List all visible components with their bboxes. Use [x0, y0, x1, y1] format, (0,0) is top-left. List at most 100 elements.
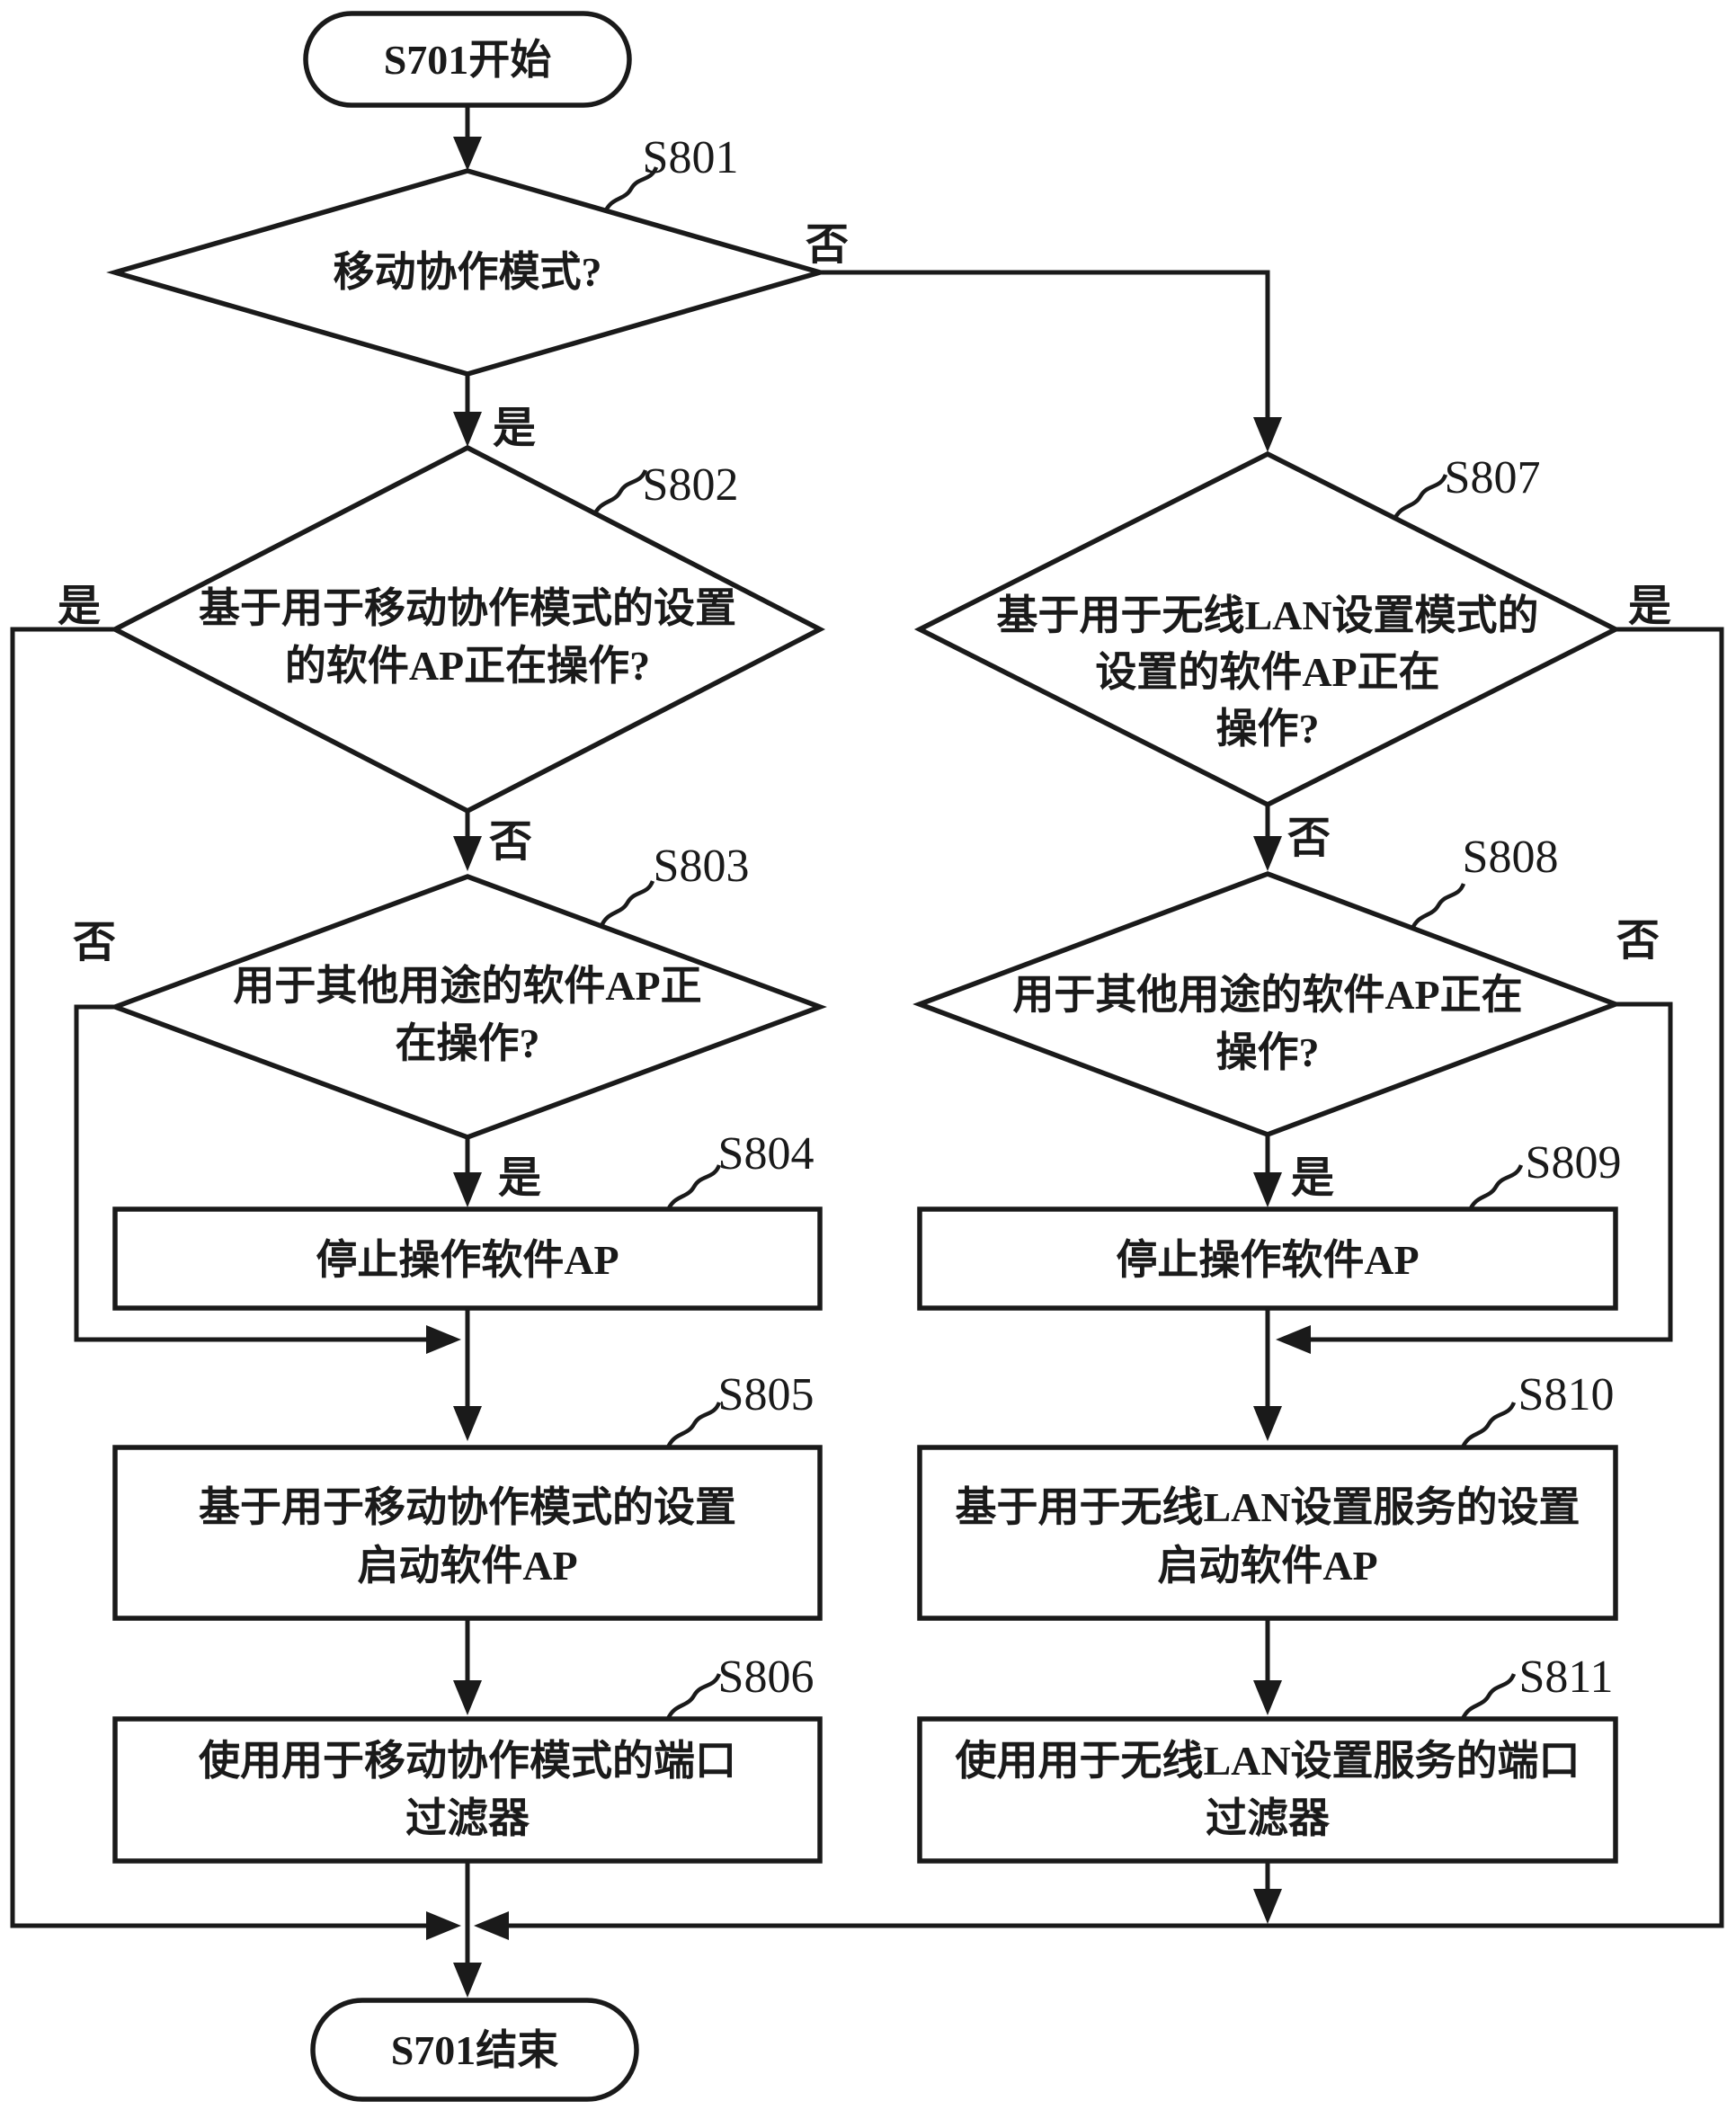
- edge-label-s802-yes: 是: [58, 583, 101, 630]
- step-label-s806: S806: [718, 1651, 815, 1703]
- node-s803: 用于其他用途的软件AP正 在操作?: [108, 874, 827, 1140]
- label-connector-s807: [1391, 474, 1448, 522]
- connector-s808-no-junction: [1311, 1002, 1673, 1342]
- node-s804: 停止操作软件AP: [112, 1206, 823, 1311]
- edge-label-s808-no: 否: [1616, 917, 1660, 965]
- node-start: S701开始: [303, 11, 632, 108]
- node-s805: 基于用于移动协作模式的设置 启动软件AP: [112, 1445, 823, 1621]
- arrowhead-s808-s809: [1253, 1172, 1282, 1207]
- decision-s802-text-line1: 基于用于移动协作模式的设置: [199, 585, 736, 631]
- label-connectors: [591, 166, 1524, 1722]
- decision-s803-text-line2: 在操作?: [396, 1020, 540, 1066]
- decision-s807-shape: [913, 450, 1622, 808]
- edge-label-s803-no: 否: [73, 919, 116, 966]
- arrowhead-s810-s811: [1253, 1680, 1282, 1715]
- connector-s801-s807: [820, 270, 1270, 419]
- label-connector-s810: [1459, 1402, 1517, 1450]
- step-label-s805: S805: [718, 1369, 815, 1420]
- connectors: [10, 105, 1724, 1998]
- process-s806-text-line2: 过滤器: [405, 1795, 530, 1841]
- arrowhead-s802-yes-merge: [426, 1911, 461, 1940]
- node-end: S701结束: [310, 1998, 639, 2102]
- label-connector-s806: [664, 1673, 722, 1722]
- arrowhead-s804-s805: [453, 1406, 482, 1441]
- terminal-start-text: S701开始: [384, 37, 552, 83]
- process-s804-text: 停止操作软件AP: [316, 1237, 619, 1283]
- label-connector-s803: [598, 880, 655, 929]
- process-s810-text-line1: 基于用于无线LAN设置服务的设置: [955, 1484, 1580, 1530]
- process-s806-text-line1: 使用用于移动协作模式的端口: [199, 1738, 736, 1784]
- step-label-s811: S811: [1519, 1651, 1614, 1703]
- process-s809-text: 停止操作软件AP: [1116, 1237, 1419, 1283]
- decision-s802-shape: [109, 444, 826, 815]
- node-s801: 移动协作模式?: [106, 168, 829, 377]
- process-s806-shape: [112, 1716, 823, 1864]
- edge-label-s803-yes: 是: [498, 1154, 541, 1202]
- node-s807: 基于用于无线LAN设置模式的 设置的软件AP正在 操作?: [913, 450, 1622, 808]
- connector-s802-yes-merge: [10, 627, 426, 1928]
- label-connector-s808: [1409, 883, 1466, 931]
- arrowhead-s801-s807: [1253, 417, 1282, 452]
- decision-s808-shape: [913, 871, 1623, 1137]
- terminal-end-shape: [310, 1998, 639, 2102]
- process-s811-text-line1: 使用用于无线LAN设置服务的端口: [955, 1738, 1580, 1784]
- step-label-s802: S802: [643, 459, 739, 511]
- decision-s807-text-line2: 设置的软件AP正在: [1095, 649, 1439, 695]
- step-label-s809: S809: [1526, 1137, 1622, 1189]
- label-connector-s811: [1459, 1673, 1517, 1722]
- connector-s807-yes-merge: [509, 627, 1724, 1928]
- decision-s802-text-line2: 的软件AP正在操作?: [285, 643, 650, 689]
- step-label-s803: S803: [654, 841, 750, 892]
- node-s808: 用于其他用途的软件AP正在 操作?: [913, 871, 1623, 1137]
- arrowhead-s806-end: [453, 1963, 482, 1998]
- decision-s807-text-line3: 操作?: [1216, 706, 1320, 752]
- terminal-start-shape: [303, 11, 632, 108]
- decision-s801-shape: [106, 168, 829, 377]
- label-connector-s801: [601, 166, 659, 215]
- step-label-s808: S808: [1463, 832, 1559, 883]
- process-s811-shape: [917, 1716, 1618, 1864]
- edge-label-s801-no: 否: [806, 221, 849, 269]
- terminal-end-text: S701结束: [391, 2027, 559, 2073]
- connector-s803-no-junction: [74, 1004, 426, 1342]
- arrowhead-s805-s806: [453, 1680, 482, 1715]
- node-s806: 使用用于移动协作模式的端口 过滤器: [112, 1716, 823, 1864]
- node-s810: 基于用于无线LAN设置服务的设置 启动软件AP: [917, 1445, 1618, 1621]
- step-label-s810: S810: [1518, 1369, 1615, 1420]
- node-s802: 基于用于移动协作模式的设置 的软件AP正在操作?: [109, 444, 826, 815]
- process-s811-text-line2: 过滤器: [1206, 1795, 1331, 1841]
- process-s805-shape: [112, 1445, 823, 1621]
- arrowhead-s808-no-junction: [1276, 1325, 1311, 1354]
- edge-label-s807-yes: 是: [1628, 583, 1671, 630]
- node-s809: 停止操作软件AP: [917, 1206, 1618, 1311]
- edge-label-s801-yes: 是: [493, 405, 536, 452]
- label-connector-s802: [591, 469, 648, 518]
- node-s811: 使用用于无线LAN设置服务的端口 过滤器: [917, 1716, 1618, 1864]
- process-s809-shape: [917, 1206, 1618, 1311]
- decision-s801-text: 移动协作模式?: [334, 249, 602, 295]
- decision-s803-text-line1: 用于其他用途的软件AP正: [233, 963, 701, 1009]
- edge-label-s807-no: 否: [1287, 815, 1331, 862]
- arrowhead-s801-s802: [453, 412, 482, 447]
- edge-label-s808-yes: 是: [1291, 1154, 1334, 1202]
- decision-s808-text-line1: 用于其他用途的软件AP正在: [1012, 972, 1522, 1018]
- step-label-s801: S801: [643, 132, 739, 183]
- arrowhead-s809-s810: [1253, 1406, 1282, 1441]
- label-connector-s809: [1466, 1164, 1524, 1213]
- process-s804-shape: [112, 1206, 823, 1311]
- arrowhead-s811-merge: [1253, 1889, 1282, 1924]
- process-s810-text-line2: 启动软件AP: [1157, 1543, 1377, 1589]
- label-connector-s805: [664, 1402, 722, 1450]
- arrowhead-s803-s804: [453, 1172, 482, 1207]
- edge-label-s802-no: 否: [489, 818, 532, 866]
- process-s805-text-line2: 启动软件AP: [357, 1543, 577, 1589]
- decision-s808-text-line2: 操作?: [1216, 1029, 1320, 1075]
- label-connector-s804: [664, 1164, 722, 1213]
- arrowhead-s807-s808: [1253, 836, 1282, 871]
- arrowhead-s803-no-junction: [426, 1325, 461, 1354]
- arrowhead-start-s801: [453, 137, 482, 171]
- arrowhead-s807-yes-merge: [474, 1911, 509, 1940]
- step-label-s807: S807: [1445, 452, 1541, 503]
